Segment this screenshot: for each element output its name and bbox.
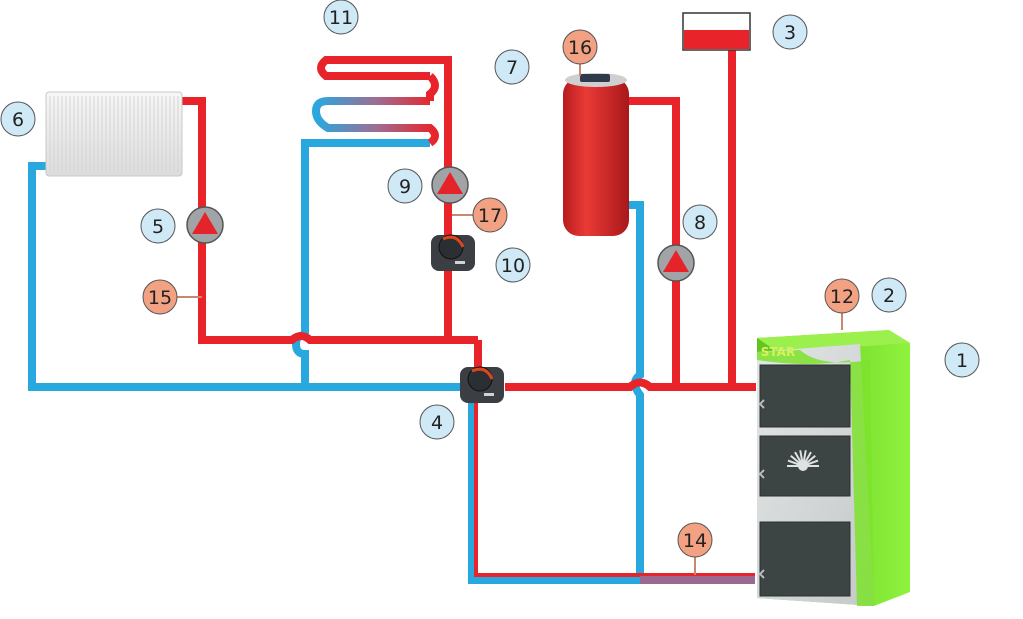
- floor-loop-flow-pipe: [317, 56, 452, 340]
- callout-number: 1: [956, 350, 968, 372]
- callout-number: 9: [399, 176, 411, 198]
- callout-2: 2: [871, 277, 907, 313]
- circulation-pump-icon[interactable]: [657, 244, 695, 282]
- callout-number: 7: [506, 57, 518, 79]
- callout-8: 8: [682, 204, 718, 240]
- callout-number: 8: [694, 212, 706, 234]
- callout-number: 16: [568, 37, 592, 59]
- circulation-pump-icon[interactable]: [431, 166, 469, 204]
- mixing-valve-icon[interactable]: [431, 234, 475, 271]
- callout-number: 3: [784, 22, 796, 44]
- callout-16: 16: [562, 29, 598, 65]
- radiator-icon: [45, 91, 183, 177]
- coil-lower-loop: [311, 97, 439, 147]
- callout-number: 15: [148, 287, 172, 309]
- callout-12: 12: [824, 278, 860, 314]
- expansion-tank-icon: [682, 12, 751, 51]
- callout-4: 4: [419, 404, 455, 440]
- tank-return-pipe: [627, 201, 644, 578]
- tank-flow-pipe: [627, 97, 680, 387]
- callout-number: 2: [883, 285, 895, 307]
- callout-9: 9: [387, 168, 423, 204]
- radiator-return-pipe: [28, 162, 470, 391]
- callout-number: 14: [683, 530, 707, 552]
- boiler-upper-door[interactable]: [759, 364, 851, 428]
- callout-15: 15: [142, 279, 178, 315]
- callout-11: 11: [323, 0, 359, 35]
- callout-number: 5: [152, 216, 164, 238]
- coil-upper-loop: [426, 73, 439, 101]
- solid-fuel-boiler-icon: STAR: [757, 330, 910, 606]
- hot-pipes: [182, 50, 756, 391]
- callout-number: 11: [329, 7, 353, 29]
- callout-number: 6: [12, 109, 24, 131]
- callout-10: 10: [495, 247, 531, 283]
- callout-6: 6: [0, 101, 36, 137]
- heating-flow-pipe: [182, 97, 478, 344]
- boiler-lower-door[interactable]: [759, 521, 851, 597]
- callout-1: 1: [944, 342, 980, 378]
- callout-17: 17: [472, 197, 508, 233]
- boiler-return-pipe-right: [474, 395, 755, 577]
- callout-7: 7: [494, 49, 530, 85]
- callout-3: 3: [772, 14, 808, 50]
- air-damper-icon: [787, 450, 819, 471]
- boiler-logo: STAR: [761, 345, 795, 359]
- boiler-flow-pipe: [505, 378, 756, 391]
- callout-number: 17: [478, 205, 502, 227]
- callout-number: 10: [501, 255, 525, 277]
- hot-water-tank-icon: [563, 73, 629, 236]
- callout-number: 4: [431, 412, 443, 434]
- circulation-pump-icon[interactable]: [186, 206, 224, 244]
- callout-14: 14: [677, 522, 713, 558]
- callout-5: 5: [140, 208, 176, 244]
- mixing-valve-icon[interactable]: [460, 366, 504, 403]
- callout-number: 12: [830, 286, 854, 308]
- boiler-return-pipe-left: [468, 395, 640, 584]
